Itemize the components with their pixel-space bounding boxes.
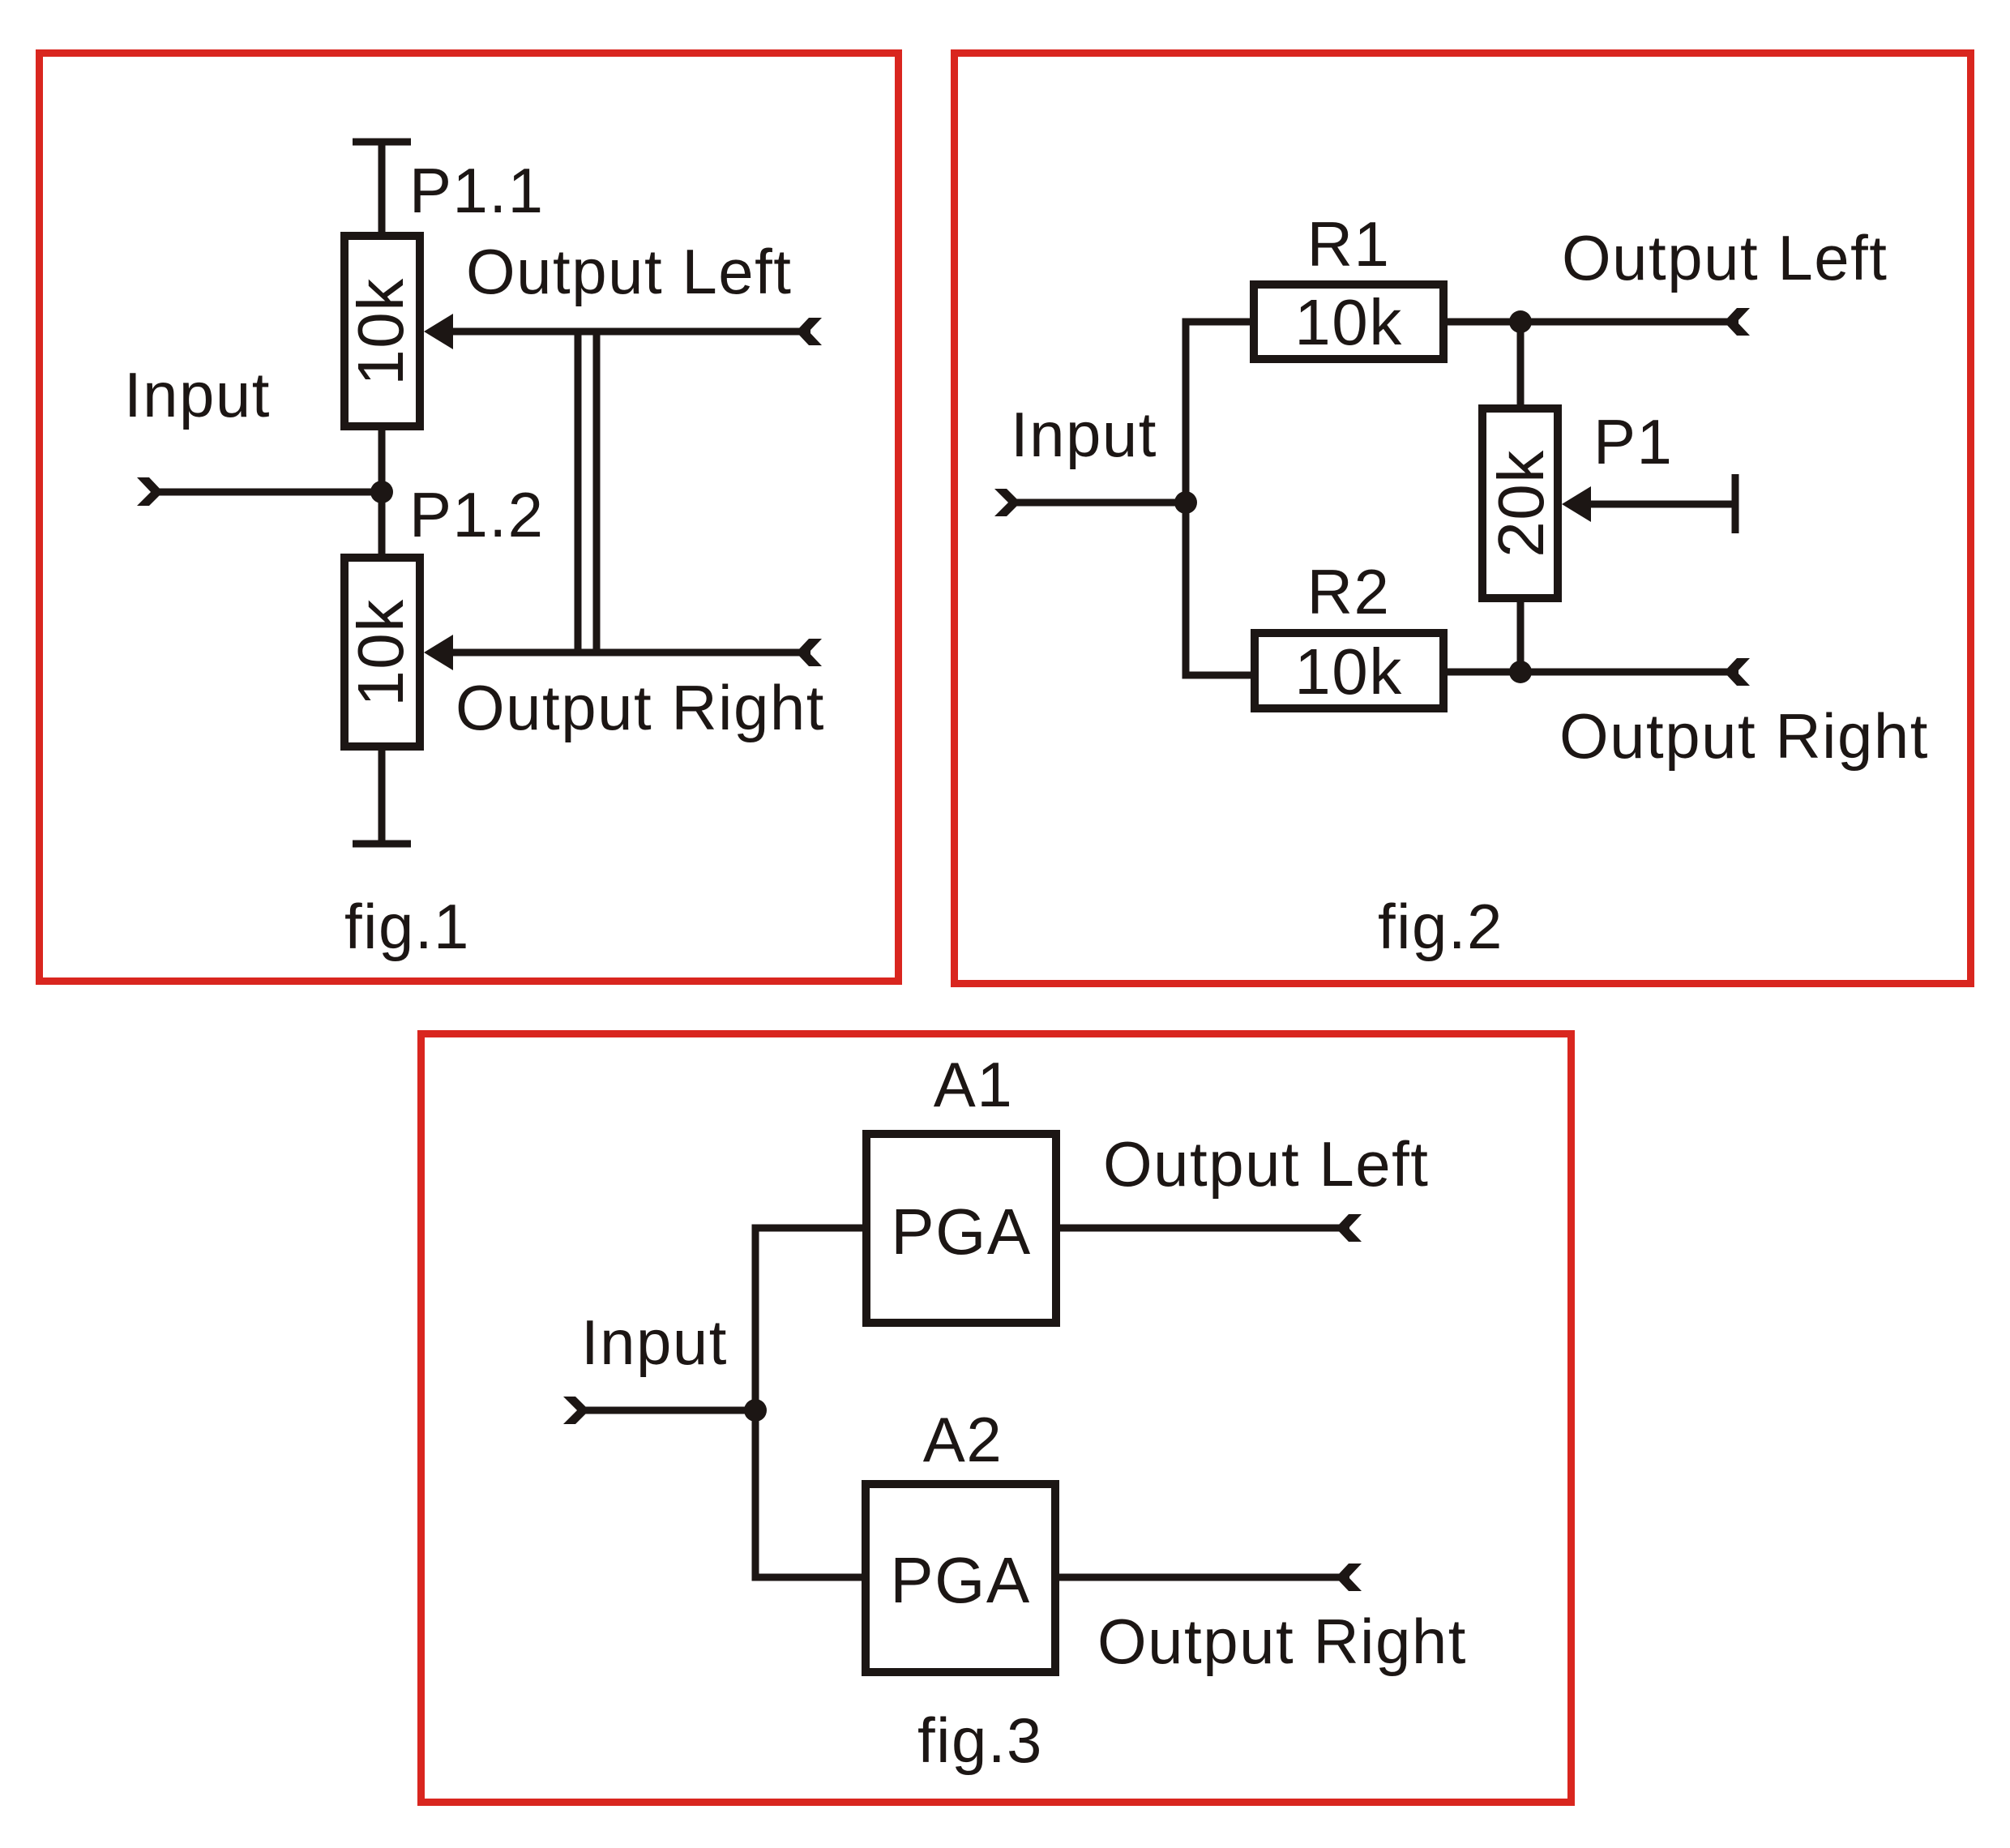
fig3-output-left-connector-icon [1336,1214,1362,1242]
fig3-frame [417,1030,1575,1806]
fig1-output-right-label: Output Right [455,672,825,743]
fig3-amp1-name: A1 [934,1049,1013,1120]
fig2-pot-wiper-arrow-icon [1562,486,1591,522]
fig3-amp2-name: A2 [923,1404,1003,1475]
fig3-amp2-body [862,1480,1059,1676]
fig2-output-right-label: Output Right [1559,700,1929,772]
fig3-amp1-type: PGA [891,1196,1031,1268]
fig2-r2-body [1251,629,1448,712]
fig2-pot-value: 20k [1485,449,1557,557]
fig2-frame [951,49,1974,987]
fig2-input-connector-icon [994,489,1020,516]
fig1-input-label: Input [124,359,271,430]
fig1-pot-lower-value: 10k [344,598,417,706]
fig1-pot-lower-name: P1.2 [409,479,544,550]
fig3-input-label: Input [581,1307,728,1378]
fig1-wiper-upper-arrow-icon [424,314,453,349]
fig2-pot-body [1478,404,1562,602]
fig3-split-wire [751,1224,862,1581]
fig2-output-left-connector-icon [1724,308,1750,336]
fig2-output-right-connector-icon [1724,658,1750,686]
figure-3: Input PGA A1 Output Left PGA A2 Output R… [417,1030,1575,1806]
fig3-caption: fig.3 [917,1705,1043,1776]
fig1-frame [36,49,902,985]
figure-2: Input 10k R1 Output Left 10k R2 Output R… [951,49,1974,987]
fig3-input-connector-icon [563,1397,589,1424]
fig2-upper-branch-wire [1182,318,1251,679]
fig2-caption: fig.2 [1378,891,1503,962]
fig2-pot-name: P1 [1593,406,1673,477]
fig1-input-connector-icon [137,477,163,506]
fig2-r1-name: R1 [1307,208,1391,280]
fig2-r2-value: 10k [1294,635,1402,708]
fig2-r2-name: R2 [1307,556,1391,627]
figure-1: 10k P1.1 Input 10k P1.2 Output Left Outp… [36,49,902,985]
fig1-output-right-connector-icon [796,639,822,666]
fig3-output-right-connector-icon [1336,1564,1362,1591]
fig1-pot-upper-name: P1.1 [409,155,544,226]
fig3-amp1-body [862,1130,1060,1327]
fig1-output-left-label: Output Left [466,236,792,307]
fig1-wiper-lower-arrow-icon [424,635,453,670]
fig1-output-left-connector-icon [796,318,822,345]
fig3-output-left-label: Output Left [1103,1128,1429,1200]
fig2-input-label: Input [1011,399,1157,470]
fig1-pot-lower-body [340,554,424,751]
fig1-pot-upper-body [340,232,424,430]
fig1-pot-upper-value: 10k [344,277,417,385]
fig2-r1-value: 10k [1294,286,1402,358]
fig1-caption: fig.1 [344,891,470,962]
fig2-output-left-label: Output Left [1562,222,1888,293]
fig3-amp2-type: PGA [890,1544,1030,1616]
fig3-output-right-label: Output Right [1097,1606,1467,1677]
fig2-r1-body [1250,280,1448,363]
